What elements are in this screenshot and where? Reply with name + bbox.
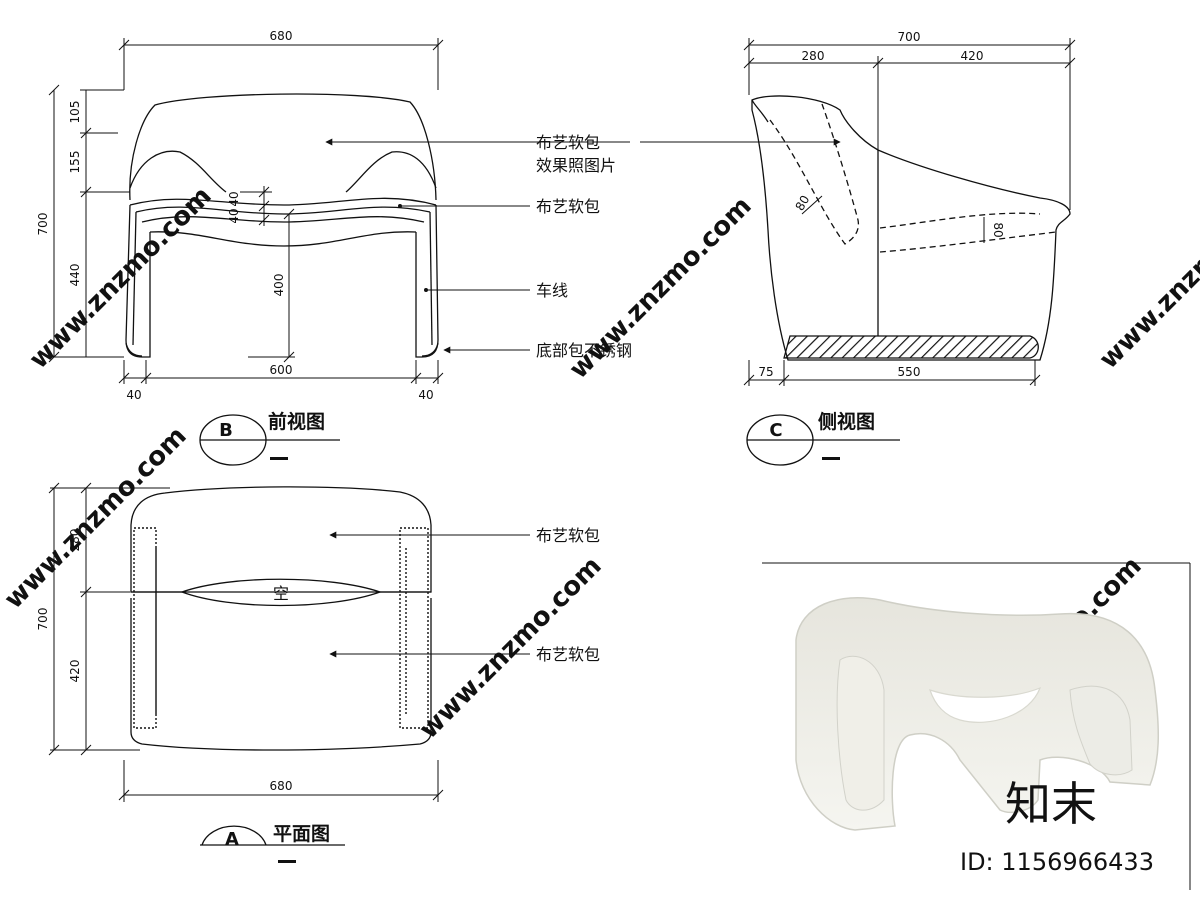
side-profile-outline — [751, 95, 1071, 361]
side-steel-base — [783, 335, 1039, 359]
dim-front-width: 680 — [270, 29, 293, 43]
dim-plan-280: 280 — [68, 529, 82, 552]
watermark-text: www.znzmo.com — [24, 181, 218, 375]
view-letter-side: C — [769, 420, 782, 441]
dim-side-seat-thickness: 80 — [991, 222, 1005, 237]
dim-front-cushion-b: 40 — [227, 208, 241, 223]
dim-side-base-depth: 550 — [898, 365, 921, 379]
image-id-text: ID: 1156966433 — [960, 848, 1154, 876]
plan-void — [180, 578, 382, 607]
side-view: 700 280 420 80 80 75 550 — [640, 30, 1076, 466]
callout-base-steel: 底部包不锈钢 — [536, 341, 632, 360]
front-left-leg — [125, 204, 151, 358]
front-backrest-inner — [129, 150, 437, 193]
callout-fabric: 布艺软包 — [536, 197, 600, 216]
dim-plan-420: 420 — [68, 660, 82, 683]
brand-watermark: 知末 — [1005, 777, 1097, 831]
view-title-front: 前视图 — [268, 410, 325, 433]
callout-fabric-photo-1: 布艺软包 — [536, 133, 600, 152]
front-backrest-outline — [129, 93, 437, 201]
plan-void-label: 空 — [273, 584, 289, 603]
dim-front-leg-right: 40 — [418, 388, 433, 402]
watermark-text: www.znzmo.com — [1094, 181, 1200, 375]
view-title-side: 侧视图 — [818, 410, 875, 433]
dim-front-leg-left: 40 — [126, 388, 141, 402]
front-view: 680 700 105 155 440 — [36, 29, 632, 466]
view-title-plan: 平面图 — [273, 823, 330, 845]
dim-plan-width: 680 — [270, 779, 293, 793]
dim-front-155: 155 — [68, 151, 82, 174]
dim-side-depth: 700 — [898, 30, 921, 44]
dim-front-height: 700 — [36, 213, 50, 236]
dim-front-seat-height: 400 — [272, 274, 286, 297]
plan-view: 700 280 420 空 布艺软包 布艺软包 680 — [36, 482, 600, 863]
callout-plan-fabric-back: 布艺软包 — [536, 526, 600, 545]
callout-stitching: 车线 — [536, 281, 568, 300]
view-letter-front: B — [219, 420, 233, 441]
callout-plan-fabric-seat: 布艺软包 — [536, 645, 600, 664]
watermark-text: www.znzmo.com — [0, 421, 193, 615]
dim-front-440: 440 — [68, 264, 82, 287]
plan-outline — [130, 486, 432, 593]
chair-photo — [762, 562, 1191, 890]
dim-side-420: 420 — [961, 49, 984, 63]
dim-side-280: 280 — [802, 49, 825, 63]
dim-side-back-thickness: 80 — [793, 193, 813, 213]
dim-front-cushion-a: 40 — [227, 191, 241, 206]
dim-front-105: 105 — [68, 101, 82, 124]
dim-side-base-offset: 75 — [758, 365, 773, 379]
callout-fabric-photo-2: 效果照图片 — [536, 156, 616, 175]
front-right-leg — [415, 204, 439, 358]
dim-plan-depth: 700 — [36, 608, 50, 631]
dim-front-inner-width: 600 — [270, 363, 293, 377]
view-letter-plan: A — [225, 829, 239, 850]
